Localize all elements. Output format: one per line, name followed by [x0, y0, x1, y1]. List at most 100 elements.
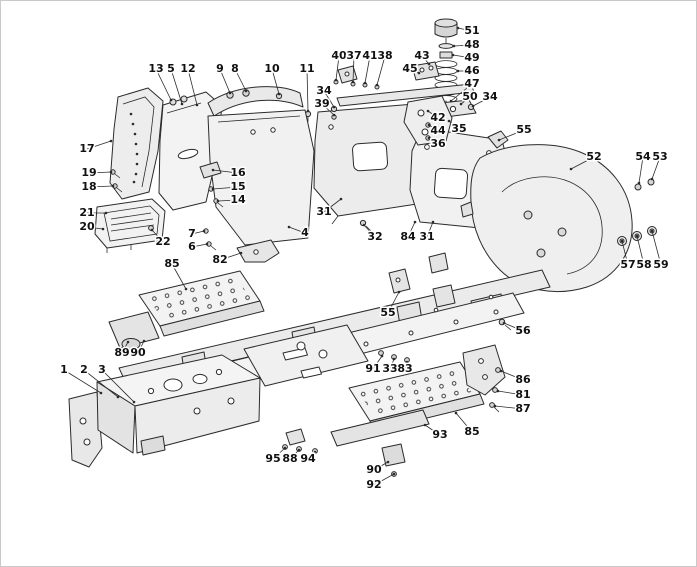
- leader-endpoint: [332, 105, 336, 109]
- part-number-label: 55: [380, 306, 395, 319]
- leader-endpoint: [211, 168, 215, 172]
- part-number-label: 41: [362, 49, 377, 62]
- leader-line: [570, 156, 595, 170]
- leader-endpoint: [380, 354, 384, 358]
- leader-endpoint: [451, 53, 455, 57]
- leader-endpoint: [277, 92, 281, 96]
- leader-endpoint: [459, 102, 463, 106]
- leader-endpoint: [126, 340, 130, 344]
- part-number-label: 52: [586, 150, 601, 163]
- leader-endpoint: [375, 83, 379, 87]
- leader-endpoint: [449, 99, 453, 103]
- leader-line: [389, 358, 395, 370]
- part-number-label: 15: [230, 180, 245, 193]
- part-number-label: 82: [212, 253, 227, 266]
- part-number-label: 55: [516, 123, 531, 136]
- part-number-label: 94: [300, 452, 316, 465]
- leader-line: [272, 447, 286, 460]
- leader-line: [373, 461, 389, 471]
- leader-endpoint: [650, 229, 654, 233]
- leader-endpoint: [306, 109, 310, 113]
- part-number-label: 39: [314, 97, 329, 110]
- leader-line: [155, 68, 172, 101]
- part-number-label: 5: [167, 62, 175, 75]
- leader-endpoint: [456, 69, 460, 73]
- part-number-label: 87: [515, 402, 530, 415]
- part-number-label: 50: [462, 90, 478, 103]
- part-number-label: 88: [282, 452, 297, 465]
- leader-endpoint: [150, 228, 154, 232]
- leader-endpoint: [228, 91, 232, 95]
- leader-line: [452, 54, 473, 59]
- leader-endpoint: [447, 119, 451, 123]
- leader-lines: [63, 26, 662, 486]
- leader-endpoint: [493, 404, 497, 408]
- part-number-label: 35: [451, 122, 466, 135]
- leader-endpoint: [405, 360, 409, 364]
- leader-endpoint: [334, 78, 338, 82]
- leader-line: [83, 369, 119, 398]
- part-number-label: 85: [464, 425, 479, 438]
- leader-endpoint: [620, 239, 624, 243]
- leader-endpoint: [392, 472, 396, 476]
- part-number-label: 22: [155, 235, 170, 248]
- center-floor-plate: [243, 324, 369, 387]
- part-number-label: 43: [414, 49, 429, 62]
- front-frame-box: [68, 354, 261, 468]
- part-number-label: 8: [231, 62, 239, 75]
- part-number-label: 85: [164, 257, 179, 270]
- rear-body-plate-52: [460, 144, 633, 293]
- firewall-center-panel: [207, 109, 315, 252]
- leader-line: [428, 124, 439, 132]
- leader-endpoint: [637, 181, 641, 185]
- leader-line: [621, 240, 629, 266]
- part-number-label: 57: [620, 258, 635, 271]
- leader-line: [407, 221, 416, 238]
- part-number-label: 19: [81, 166, 96, 179]
- leader-endpoint: [417, 71, 421, 75]
- part-number-label: 84: [400, 230, 416, 243]
- leader-line: [88, 171, 112, 174]
- leader-endpoint: [111, 184, 115, 188]
- part-number-label: 37: [346, 49, 361, 62]
- leader-endpoint: [169, 98, 173, 102]
- leader-endpoint: [431, 220, 435, 224]
- part-number-label: 46: [464, 64, 480, 77]
- leader-line: [373, 473, 395, 486]
- leader-endpoint: [650, 177, 654, 181]
- leader-line: [234, 68, 247, 92]
- console-inner-panel: [158, 91, 223, 211]
- leader-endpoint: [499, 369, 503, 373]
- leader-line: [364, 55, 371, 84]
- leader-endpoint: [101, 227, 105, 231]
- leader-endpoint: [427, 62, 431, 66]
- center-frame-plate-31: [313, 102, 435, 232]
- part-number-label: 13: [148, 62, 163, 75]
- part-number-label: 36: [430, 137, 446, 150]
- leader-endpoint: [216, 199, 220, 203]
- part-number-label: 12: [180, 62, 195, 75]
- leader-line: [363, 224, 376, 238]
- leader-endpoint: [195, 103, 199, 107]
- part-number-label: 90: [366, 463, 382, 476]
- part-number-label: 11: [299, 62, 314, 75]
- part-number-label: 33: [382, 362, 397, 375]
- leader-line: [426, 221, 434, 238]
- part-number-label: 4: [301, 226, 309, 239]
- leader-line: [101, 369, 135, 403]
- part-number-label: 7: [188, 227, 196, 240]
- leader-line: [212, 169, 239, 174]
- part-number-label: 16: [230, 166, 246, 179]
- leader-line: [170, 68, 183, 105]
- leader-line: [651, 230, 662, 266]
- leader-endpoint: [397, 290, 401, 294]
- leader-endpoint: [362, 223, 366, 227]
- part-number-label: 91: [365, 362, 380, 375]
- leader-endpoint: [363, 81, 367, 85]
- part-number-label: 89: [114, 346, 129, 359]
- footrest-right: [282, 361, 485, 477]
- leader-endpoint: [116, 395, 120, 399]
- leader-line: [307, 451, 316, 460]
- leader-line: [450, 83, 473, 102]
